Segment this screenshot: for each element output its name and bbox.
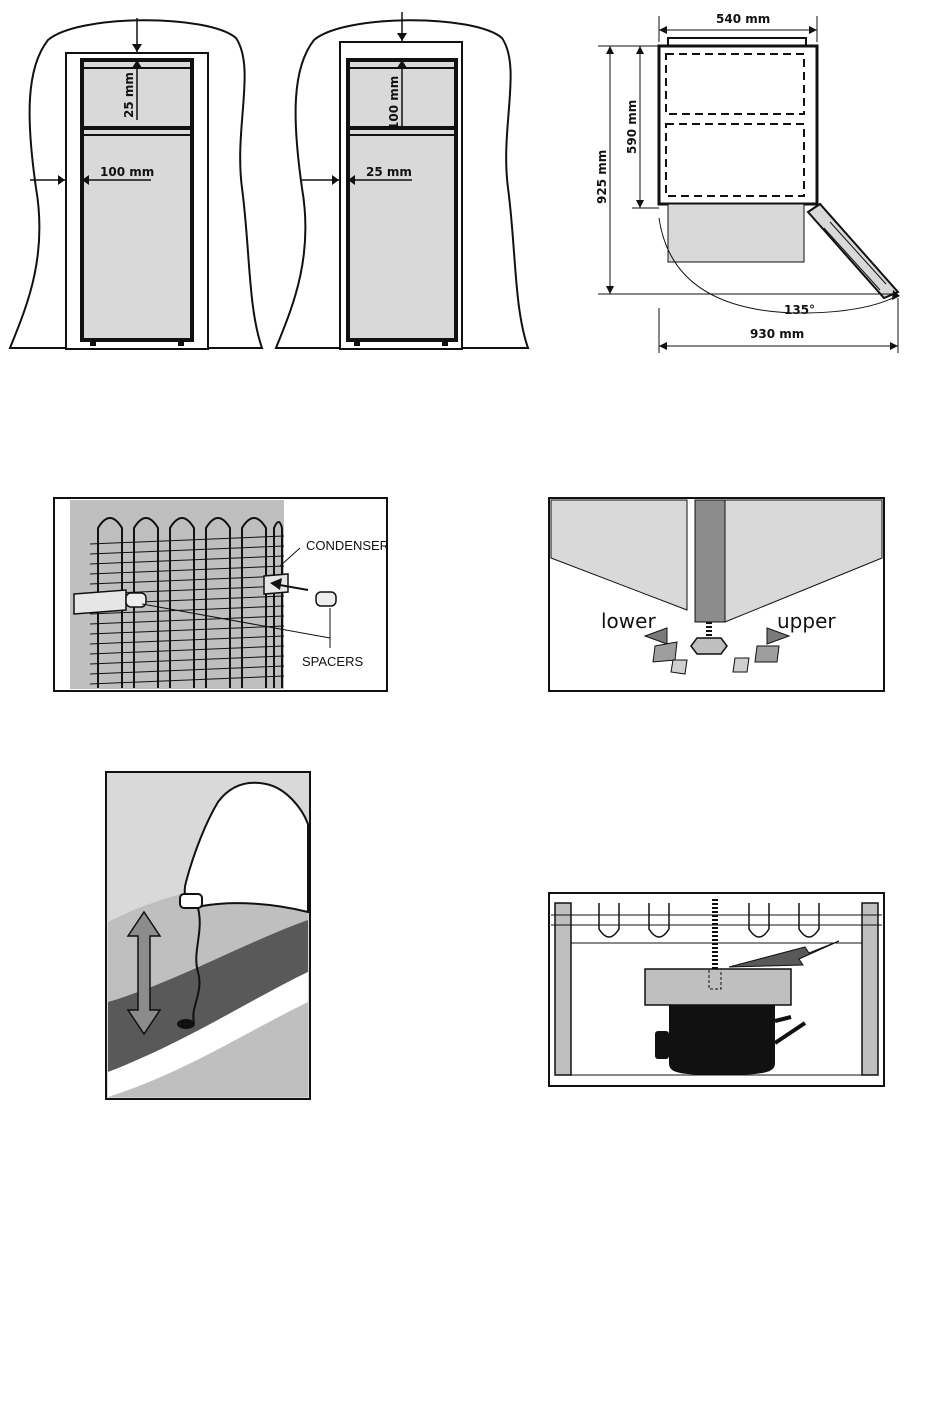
condenser-label: CONDENSER (306, 538, 389, 553)
dimensions-figure: 540 mm 925 mm 590 mm 135° 930 (592, 8, 912, 353)
condenser-figure: CONDENSER SPACERS (54, 498, 387, 691)
spacer-icon (126, 593, 146, 607)
upper-height-label: 590 mm (625, 100, 639, 154)
side-gap-label: 25 mm (366, 165, 412, 179)
spacers-label: SPACERS (302, 654, 363, 669)
spacer-icon (316, 592, 336, 606)
leveling-feet-figure: lower upper (549, 498, 884, 691)
door-angle-label: 135° (784, 303, 815, 317)
depth-label: 930 mm (750, 327, 804, 341)
total-height-label: 925 mm (595, 150, 609, 204)
lower-label: lower (601, 609, 656, 633)
upper-label: upper (777, 609, 836, 633)
foot-nut-icon (691, 638, 727, 654)
compressor-icon (669, 1005, 775, 1075)
compressor-figure (549, 893, 884, 1086)
width-label: 540 mm (716, 12, 770, 26)
drain-hole-figure (106, 772, 310, 1099)
side-gap-label: 100 mm (100, 165, 154, 179)
drain-hole-icon (177, 1019, 195, 1029)
top-gap-label: 25 mm (122, 72, 136, 118)
clearance-figure-right: 100 mm 25 mm (274, 8, 532, 353)
top-gap-label: 100 mm (387, 76, 401, 130)
clearance-figure-left: 25 mm 100 mm (8, 8, 266, 353)
